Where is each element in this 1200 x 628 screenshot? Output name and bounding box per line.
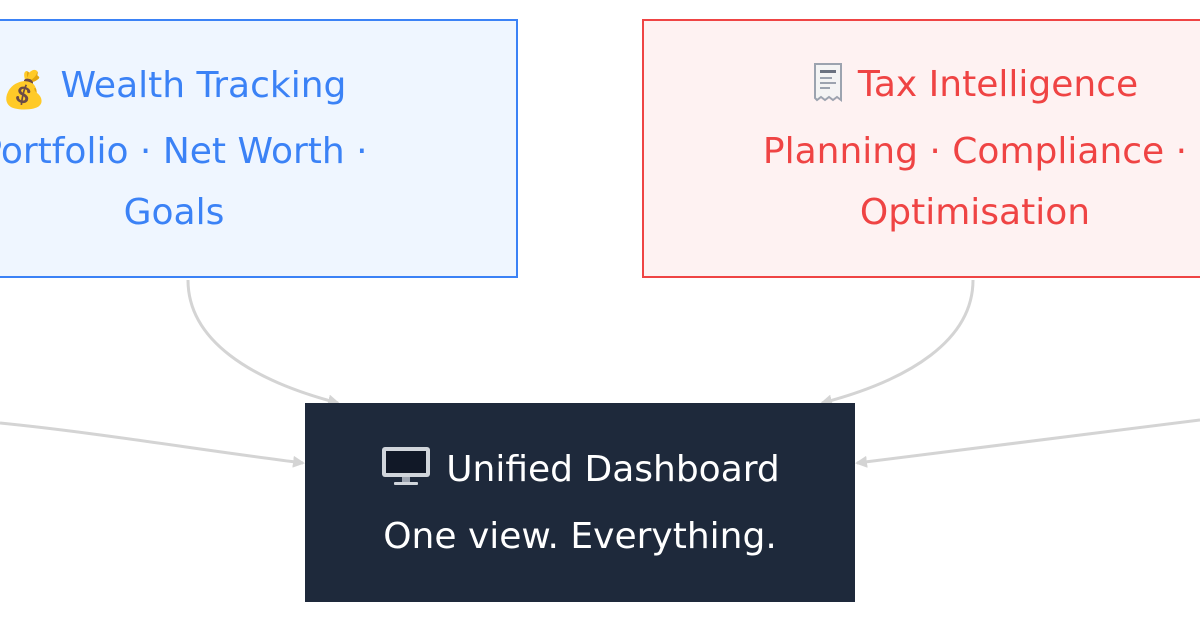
tax-intelligence-subtitle-line-2: Optimisation bbox=[859, 192, 1091, 233]
tax-intelligence-subtitle-line-1: Planning · Compliance · bbox=[762, 131, 1188, 172]
edge-wealth-to-dashboard bbox=[186, 279, 340, 407]
edge-left-to-dashboard bbox=[0, 421, 305, 468]
edge-right-to-dashboard bbox=[855, 418, 1200, 468]
unified-dashboard-title-row: Unified Dashboard bbox=[380, 439, 780, 506]
tax-intelligence-title: Tax Intelligence bbox=[857, 64, 1139, 105]
edge-tax-to-dashboard bbox=[820, 279, 975, 407]
money-bag-icon: 💰 bbox=[1, 69, 47, 111]
wealth-tracking-node[interactable]: 💰 Wealth Tracking Portfolio · Net Worth ·… bbox=[0, 19, 518, 278]
wealth-tracking-subtitle-line-2: Goals bbox=[123, 191, 225, 233]
unified-dashboard-node[interactable]: Unified Dashboard One view. Everything. bbox=[305, 403, 855, 602]
unified-dashboard-subtitle: One view. Everything. bbox=[383, 515, 777, 557]
monitor-icon bbox=[380, 445, 432, 506]
wealth-tracking-title: Wealth Tracking bbox=[60, 64, 347, 106]
tax-intelligence-title-row: Tax Intelligence bbox=[812, 54, 1138, 121]
receipt-icon bbox=[812, 60, 844, 121]
wealth-tracking-subtitle-line-1: Portfolio · Net Worth · bbox=[0, 130, 368, 172]
wealth-tracking-title-row: 💰 Wealth Tracking bbox=[2, 55, 347, 121]
tax-intelligence-node[interactable]: Tax Intelligence Planning · Compliance ·… bbox=[642, 19, 1200, 278]
unified-dashboard-title: Unified Dashboard bbox=[446, 448, 780, 490]
